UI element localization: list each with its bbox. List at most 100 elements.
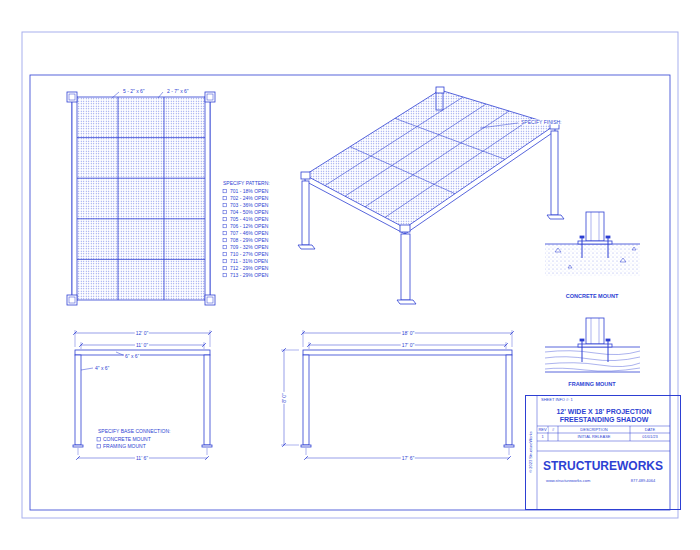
- side-beam: [205, 97, 210, 300]
- leader-line: [112, 92, 119, 98]
- post-wall: [591, 212, 592, 241]
- note-heading: SPECIFY FINISH:: [520, 120, 562, 125]
- panel-seam: [118, 97, 119, 300]
- dimension-line: [204, 342, 205, 349]
- leader-line: [480, 123, 518, 128]
- dimension-line: [507, 456, 511, 460]
- checkbox: [97, 445, 101, 449]
- column-rule: [548, 426, 549, 441]
- table-cell: 01/01/23: [641, 435, 659, 439]
- aggregate: [555, 247, 636, 268]
- leader-line: [116, 352, 123, 355]
- post: [205, 92, 215, 102]
- post-wall: [591, 318, 592, 344]
- dimension-line: [512, 330, 513, 347]
- drawing-border: [30, 75, 670, 510]
- checkbox: [223, 203, 227, 207]
- screw-head: [580, 339, 584, 341]
- wood-grain: [545, 351, 640, 371]
- nut: [580, 236, 584, 238]
- pattern-option: 709 - 32% OPEN: [229, 245, 269, 250]
- base-plate: [301, 445, 311, 447]
- post-inner: [207, 94, 213, 100]
- table-header: DATE: [644, 428, 656, 432]
- sheet-info: SHEET INFO #: 1: [540, 398, 574, 402]
- post: [204, 355, 210, 445]
- panel-seam: [72, 218, 210, 219]
- checkbox: [223, 252, 227, 256]
- pattern-option: 707 - 46% OPEN: [229, 231, 269, 236]
- dimension-line: [78, 448, 79, 455]
- website: www.structureworks.com: [545, 479, 591, 483]
- checkbox: [223, 231, 227, 235]
- post-cap: [436, 87, 444, 93]
- dimension-text: 17' 0": [401, 343, 415, 348]
- framing-mount-detail: [545, 318, 640, 372]
- checkbox: [223, 266, 227, 270]
- column-rule: [537, 395, 538, 510]
- base-plate: [202, 445, 212, 447]
- lag-screw: [582, 339, 583, 362]
- leader-line: [158, 92, 163, 98]
- post-inner: [69, 94, 75, 100]
- dimension-line: [506, 342, 507, 349]
- company-logo: STRUCTUREWORKS: [542, 460, 664, 472]
- copyright: © 2023 StructureWorks: [529, 430, 533, 474]
- post: [506, 355, 512, 445]
- dimension-lines: [73, 330, 514, 460]
- panel-seam: [72, 259, 210, 260]
- checkbox: [223, 196, 227, 200]
- post-inner: [69, 297, 75, 303]
- sheet-border: [22, 32, 678, 518]
- plan-view: [67, 92, 215, 305]
- post: [67, 295, 77, 305]
- shade-panels: [305, 90, 555, 228]
- title-block: 12' WIDE X 18' PROJECTION FREESTANDING S…: [525, 395, 681, 510]
- note-heading: SPECIFY BASE CONNECTION:: [97, 429, 171, 434]
- leader-line: [81, 368, 93, 370]
- checkbox: [223, 210, 227, 214]
- dimension-text: 11' 6": [135, 456, 149, 461]
- table-cell: INITIAL RELEASE: [577, 435, 612, 439]
- member-callout: 6" x 6": [124, 354, 140, 359]
- dimension-text: 11' 0": [135, 343, 149, 348]
- side-elevation: [301, 350, 514, 447]
- post: [401, 234, 410, 300]
- checkbox: [223, 189, 227, 193]
- member-callout: 4" x 6": [94, 366, 110, 371]
- member-callout: 5 - 2" x 6": [122, 89, 146, 94]
- dimension-text: 12' 0": [135, 331, 149, 336]
- base-plate: [397, 300, 416, 304]
- checkbox: [97, 438, 101, 442]
- concrete-slab: [545, 244, 640, 276]
- panel-seam: [385, 118, 532, 217]
- shade-panels: [72, 97, 210, 300]
- panel-seam: [365, 111, 509, 207]
- pattern-option: 710 - 27% OPEN: [229, 252, 269, 257]
- pattern-option: 701 - 18% OPEN: [229, 189, 269, 194]
- pattern-option: 713 - 29% OPEN: [229, 273, 269, 278]
- panel-seam: [164, 97, 165, 300]
- row-rule: [537, 426, 670, 427]
- detail-title: CONCRETE MOUNT: [565, 294, 620, 300]
- post-cap: [301, 172, 310, 179]
- base-plate: [547, 215, 564, 219]
- dimension-line: [304, 456, 308, 460]
- base-plate: [73, 445, 83, 447]
- slat-lines: [325, 97, 532, 217]
- pattern-option: 705 - 41% OPEN: [229, 217, 269, 222]
- pattern-option: 708 - 29% OPEN: [229, 238, 269, 243]
- row-rule: [537, 433, 670, 434]
- post-inner: [207, 297, 213, 303]
- checkbox: [223, 259, 227, 263]
- phone-number: 877.489.4064: [630, 479, 656, 483]
- pattern-option: 703 - 36% OPEN: [229, 203, 269, 208]
- dimension-line: [306, 448, 307, 455]
- dimension-text: 17' 6": [401, 456, 415, 461]
- row-rule: [537, 451, 670, 452]
- post: [303, 355, 309, 445]
- table-cell: 1: [540, 435, 544, 439]
- pattern-option: 712 - 29% OPEN: [229, 266, 269, 271]
- base-option: FRAMING MOUNT: [102, 444, 147, 449]
